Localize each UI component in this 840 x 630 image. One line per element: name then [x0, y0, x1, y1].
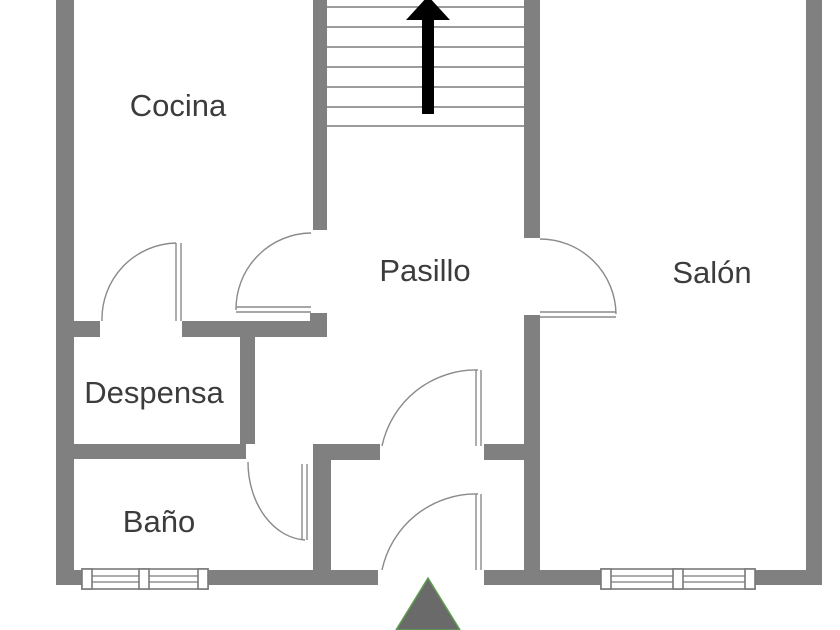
- wall-right: [806, 0, 822, 585]
- room-label-bano: Baño: [123, 504, 195, 539]
- door-salon: [539, 238, 617, 318]
- window-salon: [600, 568, 756, 590]
- staircase: [327, 0, 524, 127]
- wall-bano-right: [313, 444, 331, 585]
- wall-cocina-bottom-right: [182, 321, 327, 337]
- wall-despensa-bottom: [56, 444, 246, 459]
- door-main-entrance: [381, 493, 482, 571]
- wall-cocina-bottom-left: [56, 321, 100, 337]
- wall-stair-right-upper: [524, 0, 540, 238]
- room-label-salon: Salón: [672, 255, 751, 290]
- doors: [101, 232, 617, 571]
- wall-entry-top-right: [484, 444, 538, 460]
- wall-despensa-right: [240, 337, 255, 444]
- wall-hall-stub: [310, 313, 327, 337]
- wall-stair-left-upper: [313, 0, 327, 230]
- window-bano: [81, 568, 209, 590]
- room-label-despensa: Despensa: [84, 375, 224, 410]
- room-label-cocina: Cocina: [130, 88, 227, 123]
- door-cocina: [235, 232, 312, 313]
- door-entry-hall: [381, 369, 482, 447]
- wall-entry-top-left: [313, 444, 380, 460]
- door-despensa: [101, 242, 182, 322]
- stair-up-arrow-icon: [406, 0, 450, 114]
- door-bano: [247, 461, 308, 541]
- room-label-pasillo: Pasillo: [379, 253, 470, 288]
- wall-left: [56, 0, 74, 585]
- entrance-marker-icon: [395, 576, 461, 630]
